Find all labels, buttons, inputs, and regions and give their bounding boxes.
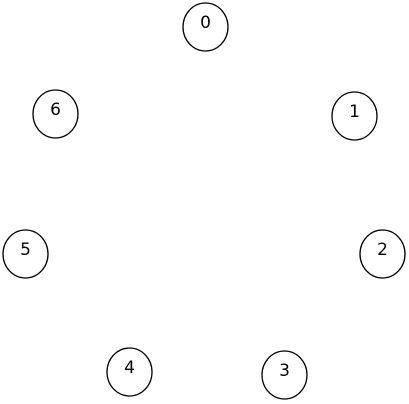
node-5-label: 5: [20, 240, 31, 260]
node-6-circle: [32, 89, 79, 139]
node-3: 3: [261, 350, 308, 400]
node-2: 2: [359, 229, 406, 279]
node-6-label: 6: [50, 100, 61, 120]
node-0: 0: [182, 2, 229, 52]
node-2-label: 2: [377, 240, 388, 260]
node-4-label: 4: [124, 358, 135, 378]
node-0-label: 0: [200, 13, 211, 33]
node-3-circle: [261, 350, 308, 400]
node-1: 1: [331, 91, 378, 141]
node-0-circle: [182, 2, 229, 52]
node-3-label: 3: [279, 361, 290, 381]
node-4-circle: [106, 347, 153, 397]
node-5: 5: [2, 229, 49, 279]
node-4: 4: [106, 347, 153, 397]
node-6: 6: [32, 89, 79, 139]
node-2-circle: [359, 229, 406, 279]
node-5-circle: [2, 229, 49, 279]
node-1-label: 1: [349, 102, 360, 122]
node-1-circle: [331, 91, 378, 141]
